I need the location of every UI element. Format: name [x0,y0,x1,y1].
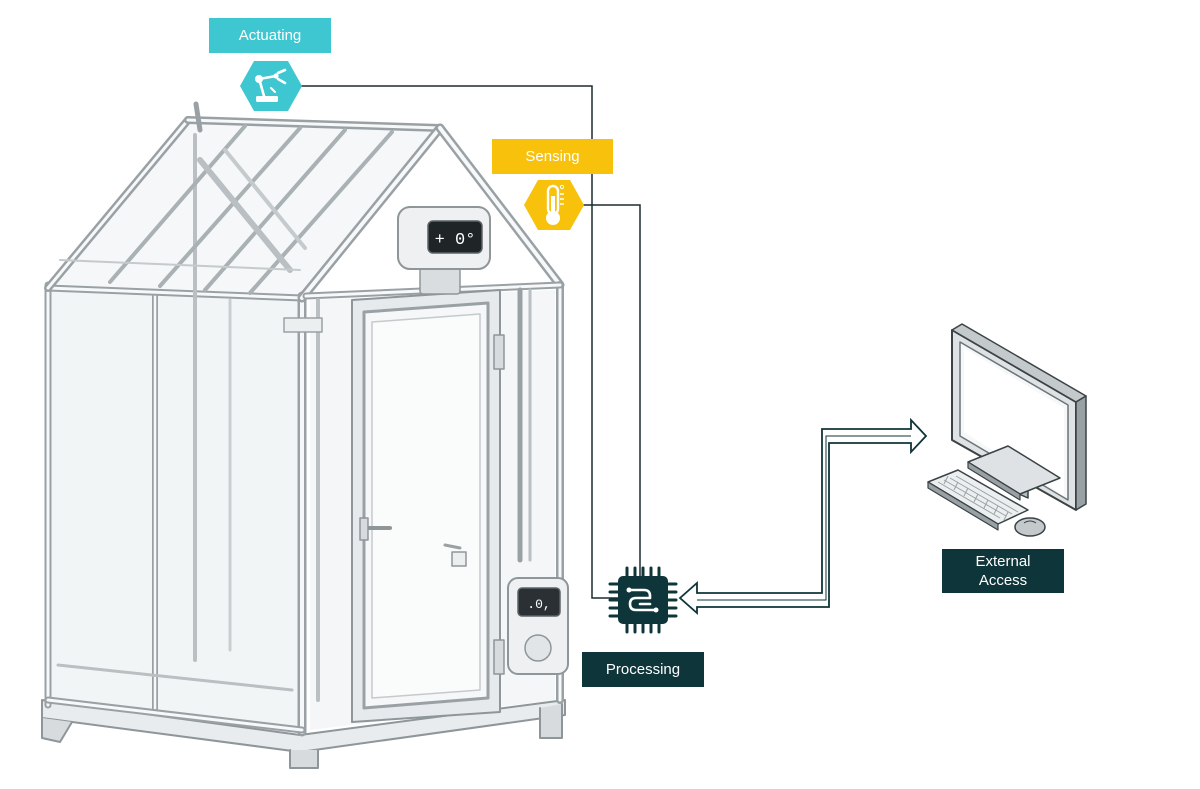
robot-arm-icon [255,68,287,102]
greenhouse-illustration: + 0° .0, [41,101,569,769]
connection-lines [300,85,641,599]
actuating-hexagon [240,61,302,111]
side-sensor-device: .0, [507,577,569,675]
sensing-connector [583,204,641,582]
actuating-connector [300,85,620,599]
side-sensor-display: .0, [527,597,550,612]
actuating-node [209,18,331,111]
desktop-computer-icon [927,323,1087,537]
external-access-label-line2: Access [978,572,1028,589]
external-access-label-line1: External [975,553,1031,570]
sensing-label-bg [492,139,613,174]
sensing-label: Sensing [492,139,613,174]
sensing-node [492,139,613,230]
sensing-label-text: Sensing [525,148,580,165]
processing-label: Processing [582,652,704,687]
processing-label-text: Processing [605,661,681,678]
thermometer-icon [546,184,565,225]
processing-node [582,566,704,687]
processing-label-bg [582,652,704,687]
top-sensor-device: + 0° [397,206,491,295]
bidirectional-data-arrow [678,417,928,615]
actuating-label-text: Actuating [238,27,302,44]
external-access-label-bg [942,549,1064,593]
microchip-icon [608,566,678,634]
actuating-label-bg [209,18,331,53]
top-sensor-display: + 0° [435,231,476,250]
actuating-label: Actuating [209,18,331,53]
external-access-label: External Access [942,549,1064,593]
